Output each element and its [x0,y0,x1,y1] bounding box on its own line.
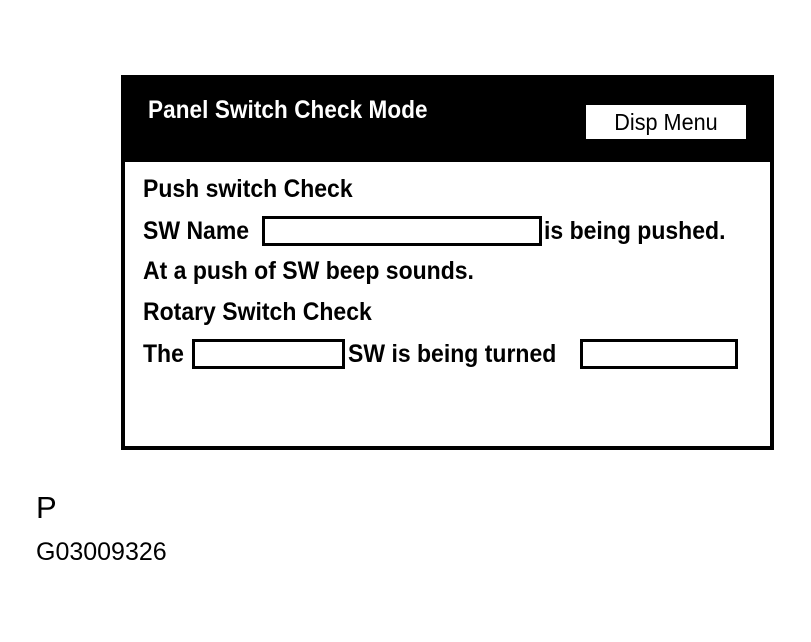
beep-sounds-text: At a push of SW beep sounds. [143,257,474,285]
panel-title: Panel Switch Check Mode [148,96,428,124]
is-being-pushed-text: is being pushed. [544,216,726,245]
sw-is-being-turned-text: SW is being turned [348,339,557,368]
the-label: The [143,339,184,368]
figure-caption-code: G03009326 [36,538,167,566]
rotary-direction-field[interactable] [579,339,738,369]
disp-menu-button[interactable]: Disp Menu [586,105,746,139]
rotary-switch-status-row: The SW is being turned [143,339,738,369]
rotary-switch-check-heading: Rotary Switch Check [143,298,392,327]
sw-name-row: SW Name is being pushed. [143,216,742,246]
sw-name-field[interactable] [262,216,543,246]
push-switch-check-heading: Push switch Check [143,175,371,204]
disp-menu-button-label: Disp Menu [614,108,718,135]
beep-sounds-row: At a push of SW beep sounds. [143,257,503,286]
rotary-switch-check-heading-text: Rotary Switch Check [143,298,372,326]
push-switch-check-heading-text: Push switch Check [143,175,353,203]
panel-header: Panel Switch Check Mode Disp Menu [125,79,770,162]
display-panel: Panel Switch Check Mode Disp Menu Push s… [121,75,774,450]
panel-body: Push switch Check SW Name is being pushe… [125,162,770,446]
sw-name-label: SW Name [143,216,250,245]
rotary-sw-name-field[interactable] [192,339,346,369]
figure-caption-letter: P [36,490,57,525]
